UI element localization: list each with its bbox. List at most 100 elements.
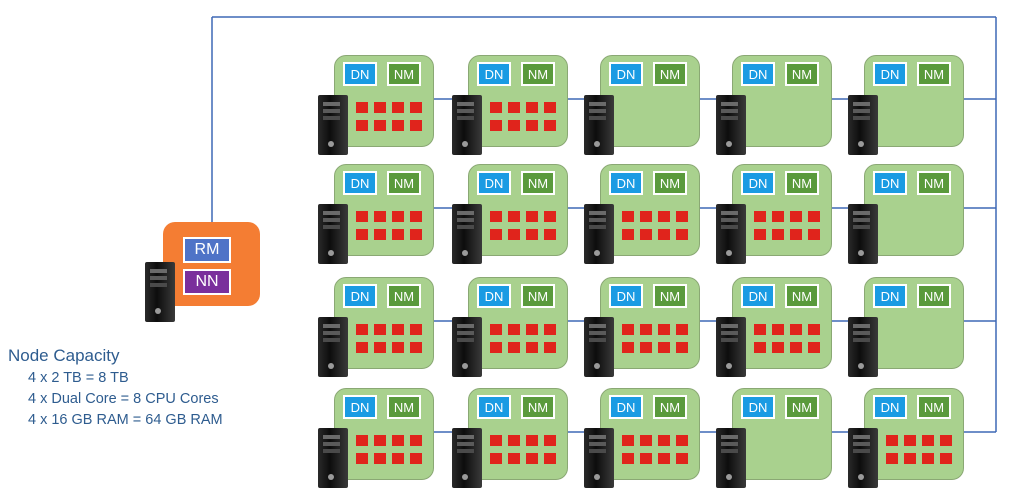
cpu-core-block [356, 342, 368, 353]
cpu-core-block [374, 435, 386, 446]
cpu-core-block [508, 229, 520, 240]
server-tower-icon [318, 204, 348, 264]
cpu-core-block [392, 435, 404, 446]
cpu-core-grid [356, 211, 426, 240]
node-capacity-title: Node Capacity [8, 346, 120, 365]
cpu-core-block [658, 229, 670, 240]
datanode-badge: DN [873, 62, 907, 86]
cpu-core-block [392, 453, 404, 464]
datanode-badge: DN [343, 62, 377, 86]
cpu-core-block [640, 453, 652, 464]
cpu-core-block [790, 229, 802, 240]
nodemanager-badge: NM [653, 395, 687, 419]
cpu-core-block [526, 120, 538, 131]
cpu-core-block [526, 102, 538, 113]
cpu-core-block [392, 120, 404, 131]
cpu-core-block [754, 229, 766, 240]
cpu-core-block [790, 324, 802, 335]
datanode-badge: DN [873, 284, 907, 308]
cpu-core-block [622, 324, 634, 335]
server-tower-icon [452, 317, 482, 377]
cpu-core-block [392, 211, 404, 222]
node-capacity-ram: 4 x 16 GB RAM = 64 GB RAM [28, 412, 223, 428]
server-tower-icon [716, 95, 746, 155]
cpu-core-block [356, 453, 368, 464]
cpu-core-grid [754, 211, 824, 240]
cpu-core-block [356, 435, 368, 446]
nodemanager-badge: NM [653, 171, 687, 195]
cpu-core-block [508, 453, 520, 464]
cpu-core-block [640, 211, 652, 222]
cpu-core-block [526, 211, 538, 222]
nodemanager-badge: NM [387, 171, 421, 195]
server-tower-icon [848, 95, 878, 155]
cpu-core-block [772, 342, 784, 353]
cpu-core-grid [356, 324, 426, 353]
cpu-core-grid [490, 102, 560, 131]
cpu-core-block [940, 435, 952, 446]
nodemanager-badge: NM [785, 284, 819, 308]
cpu-core-block [544, 229, 556, 240]
datanode-badge: DN [741, 395, 775, 419]
cpu-core-block [658, 211, 670, 222]
cpu-core-block [940, 453, 952, 464]
worker-node: DN NM [600, 164, 700, 256]
datanode-badge: DN [609, 171, 643, 195]
cpu-core-block [622, 435, 634, 446]
cpu-core-block [526, 435, 538, 446]
node-capacity-cpu: 4 x Dual Core = 8 CPU Cores [28, 391, 219, 407]
cpu-core-block [640, 324, 652, 335]
cpu-core-block [886, 453, 898, 464]
cpu-core-block [490, 453, 502, 464]
cpu-core-block [490, 342, 502, 353]
cpu-core-block [356, 120, 368, 131]
datanode-badge: DN [477, 171, 511, 195]
datanode-badge: DN [741, 62, 775, 86]
cpu-core-block [508, 211, 520, 222]
nodemanager-badge: NM [653, 284, 687, 308]
cpu-core-block [410, 229, 422, 240]
cpu-core-block [374, 453, 386, 464]
cpu-core-block [676, 453, 688, 464]
cpu-core-block [374, 211, 386, 222]
nodemanager-badge: NM [785, 171, 819, 195]
nodemanager-badge: NM [917, 171, 951, 195]
nodemanager-badge: NM [917, 395, 951, 419]
cpu-core-block [658, 324, 670, 335]
server-tower-icon [716, 204, 746, 264]
server-tower-icon [318, 95, 348, 155]
cpu-core-block [790, 211, 802, 222]
cpu-core-block [508, 120, 520, 131]
cpu-core-block [544, 211, 556, 222]
nodemanager-badge: NM [387, 62, 421, 86]
cpu-core-grid [886, 435, 956, 464]
cpu-core-block [508, 324, 520, 335]
cpu-core-block [808, 229, 820, 240]
cpu-core-block [808, 324, 820, 335]
datanode-badge: DN [477, 395, 511, 419]
cpu-core-block [508, 342, 520, 353]
cpu-core-block [544, 342, 556, 353]
cpu-core-block [392, 324, 404, 335]
cpu-core-block [904, 435, 916, 446]
cpu-core-block [640, 229, 652, 240]
nodemanager-badge: NM [785, 62, 819, 86]
cpu-core-block [622, 453, 634, 464]
nodemanager-badge: NM [653, 62, 687, 86]
cpu-core-block [622, 229, 634, 240]
cpu-core-block [490, 211, 502, 222]
cpu-core-block [544, 324, 556, 335]
server-tower-icon [716, 317, 746, 377]
nodemanager-badge: NM [521, 284, 555, 308]
nodemanager-badge: NM [521, 171, 555, 195]
cpu-core-block [790, 342, 802, 353]
